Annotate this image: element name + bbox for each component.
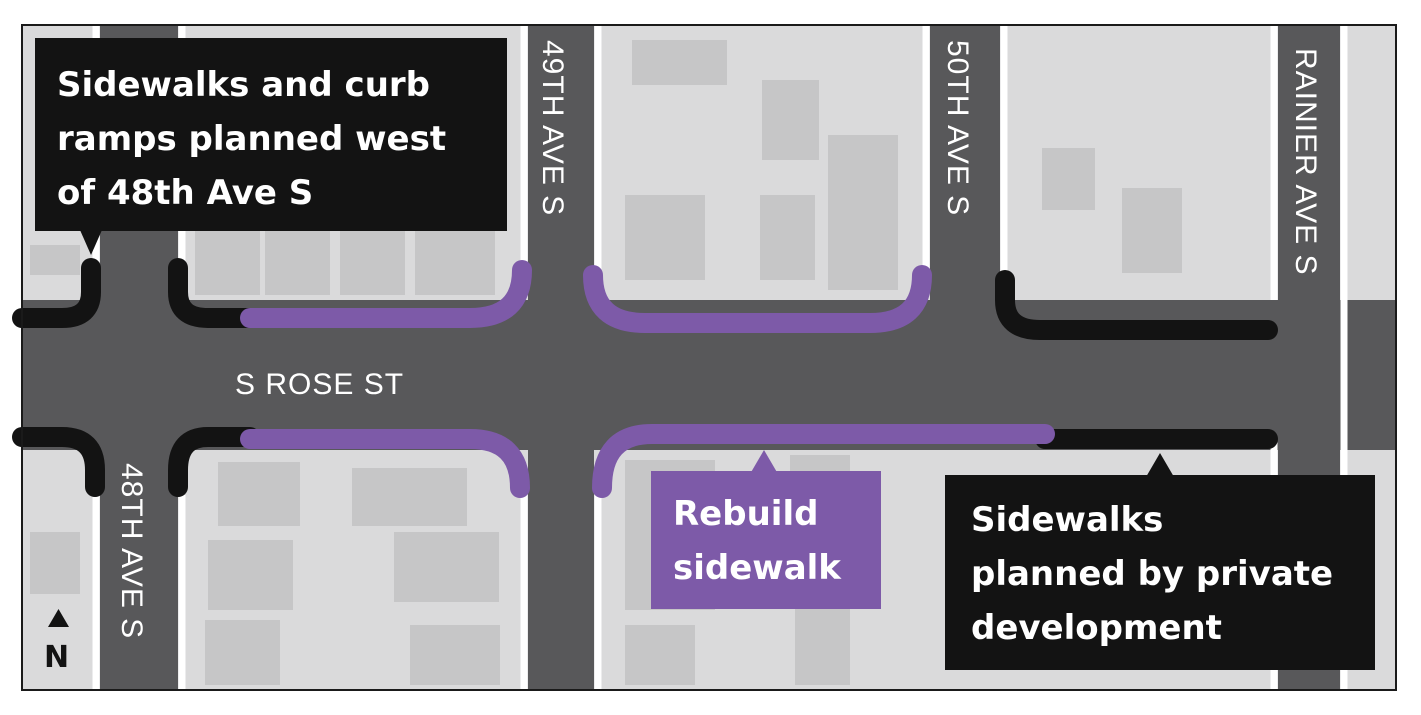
s-rose-st-label: S ROSE ST: [235, 368, 404, 401]
callout-line: of 48th Ave S: [57, 173, 314, 213]
west-callout-pointer: [80, 230, 102, 255]
callout-line: Sidewalks and curb: [57, 65, 431, 105]
callout-line: Sidewalks: [971, 500, 1164, 540]
rebuild-sidewalk-callout: Rebuild sidewalk: [651, 471, 881, 609]
callout-line: Rebuild: [673, 494, 819, 534]
private-development-callout: Sidewalks planned by private development: [945, 475, 1375, 670]
50th-ave-road: [930, 25, 1000, 325]
rebuild-sidewalks: [240, 260, 1055, 498]
callout-line: development: [971, 608, 1222, 648]
planned-sidewalks: [12, 258, 1278, 497]
west-sidewalks-callout: Sidewalks and curb ramps planned west of…: [35, 38, 507, 231]
rainier-ave-label: RAINIER AVE S: [1289, 48, 1322, 276]
callout-line: planned by private: [971, 554, 1334, 594]
rebuild-callout-pointer: [750, 450, 778, 474]
private-callout-pointer: [1146, 453, 1174, 477]
map-frame: [21, 24, 1397, 691]
48th-ave-label: 48TH AVE S: [115, 463, 148, 639]
north-arrow-icon: [48, 609, 69, 627]
callout-line: ramps planned west: [57, 119, 447, 159]
north-arrow-label: N: [44, 640, 69, 675]
callout-line: sidewalk: [673, 548, 841, 588]
49th-ave-label: 49TH AVE S: [536, 40, 569, 216]
49th-ave-road: [528, 25, 594, 690]
50th-ave-label: 50TH AVE S: [941, 40, 974, 216]
